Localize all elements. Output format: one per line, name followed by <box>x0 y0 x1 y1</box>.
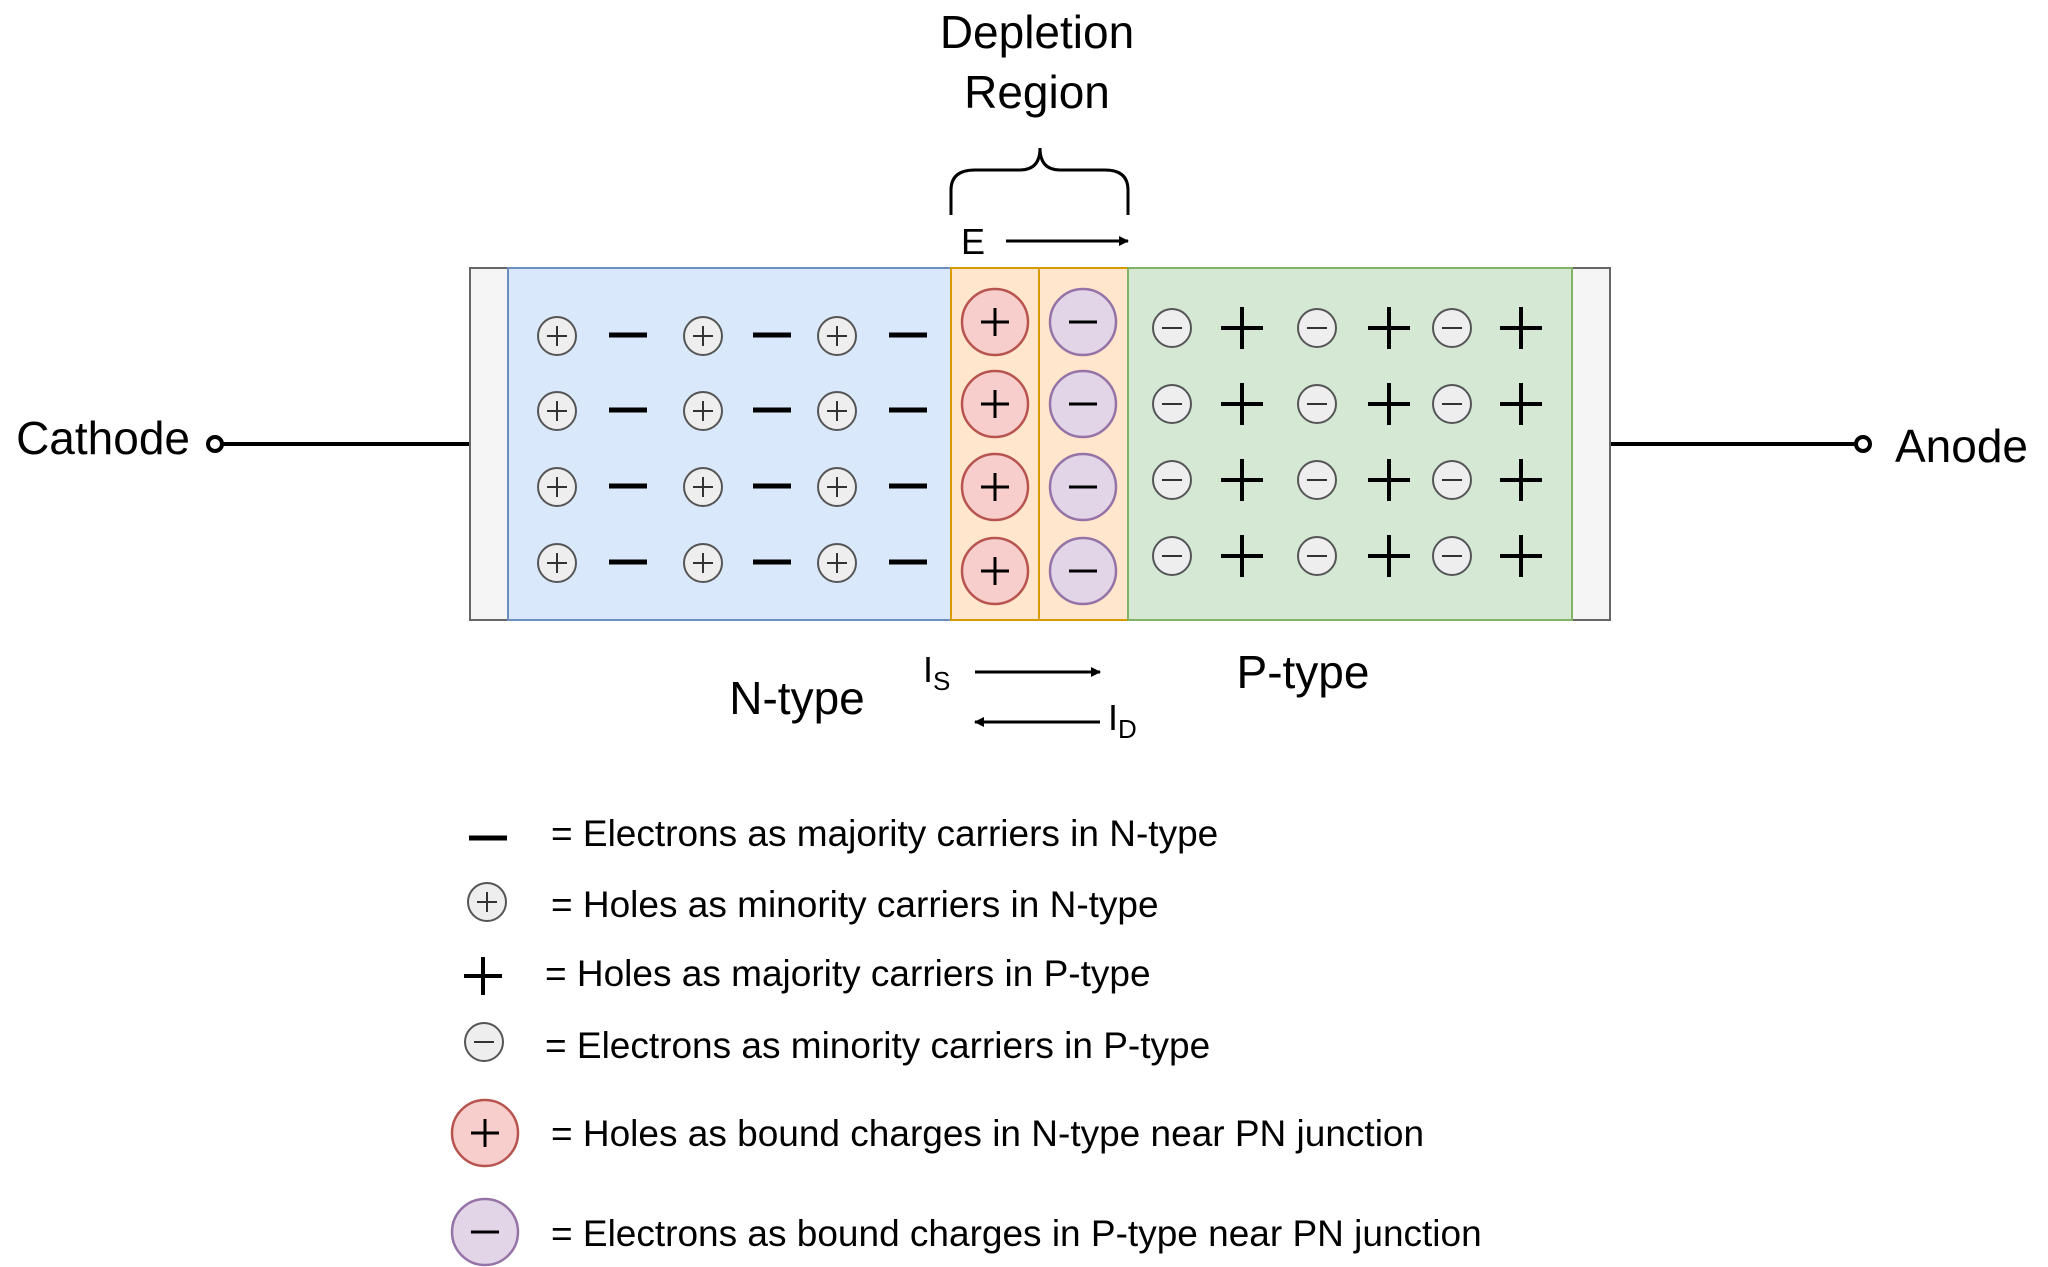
bound-hole-charge <box>960 536 1030 606</box>
bound-electron-charge <box>1048 369 1118 439</box>
legend-text: = Holes as minority carriers in N-type <box>551 884 1159 925</box>
hole-minority-icon <box>467 882 507 922</box>
bound-electron-charge <box>1048 287 1118 357</box>
hole-minority-carrier <box>683 467 723 507</box>
hole-majority-carrier <box>1500 307 1542 349</box>
hole-minority-carrier <box>817 543 857 583</box>
hole-majority-carrier <box>1500 383 1542 425</box>
cathode-label: Cathode <box>16 412 190 464</box>
bound-electron-icon <box>450 1197 520 1267</box>
bound-hole-charge <box>960 452 1030 522</box>
electron-minority-carrier <box>1152 536 1192 576</box>
hole-minority-carrier <box>817 467 857 507</box>
electron-minority-carrier <box>1152 384 1192 424</box>
bound-electron-charge <box>1048 536 1118 606</box>
hole-minority-carrier <box>817 316 857 356</box>
electron-minority-carrier <box>1297 308 1337 348</box>
electron-minority-carrier <box>1432 384 1472 424</box>
bound-hole-icon <box>450 1098 520 1168</box>
anode-contact <box>1571 267 1611 621</box>
hole-minority-carrier <box>683 543 723 583</box>
drift-current-label: IS <box>923 649 950 696</box>
hole-majority-carrier <box>1368 307 1410 349</box>
diffusion-current-label: ID <box>1108 697 1137 744</box>
hole-majority-carrier <box>1368 459 1410 501</box>
electron-minority-carrier <box>1297 460 1337 500</box>
n-type-label: N-type <box>729 672 864 724</box>
bound-electron-charge <box>1048 452 1118 522</box>
bound-hole-charge <box>960 369 1030 439</box>
hole-minority-carrier <box>817 391 857 431</box>
legend-text: = Electrons as minority carriers in P-ty… <box>545 1025 1210 1066</box>
hole-majority-carrier <box>1500 459 1542 501</box>
electron-minority-carrier <box>1152 308 1192 348</box>
depletion-region-title-line2: Region <box>964 66 1110 118</box>
electron-minority-carrier <box>1432 460 1472 500</box>
electron-minority-carrier <box>1297 384 1337 424</box>
cathode-contact <box>469 267 509 621</box>
n-type-region <box>507 267 952 621</box>
hole-majority-carrier <box>1221 535 1263 577</box>
legend-text: = Holes as bound charges in N-type near … <box>551 1113 1424 1154</box>
hole-minority-carrier <box>683 391 723 431</box>
hole-majority-carrier <box>1221 383 1263 425</box>
p-type-label: P-type <box>1237 646 1370 698</box>
anode-terminal[interactable] <box>1854 435 1872 453</box>
electron-minority-icon <box>464 1022 504 1062</box>
hole-minority-carrier <box>537 467 577 507</box>
hole-majority-carrier <box>1500 535 1542 577</box>
legend-text: = Electrons as bound charges in P-type n… <box>551 1213 1482 1254</box>
hole-minority-carrier <box>537 543 577 583</box>
p-type-region <box>1127 267 1573 621</box>
legend-row: = Electrons as majority carriers in N-ty… <box>469 813 1218 854</box>
legend-row: = Holes as bound charges in N-type near … <box>450 1098 1424 1168</box>
depletion-region-title-line1: Depletion <box>940 6 1134 58</box>
hole-majority-carrier <box>1368 383 1410 425</box>
hole-majority-icon <box>464 957 502 995</box>
legend-text: = Holes as majority carriers in P-type <box>545 953 1151 994</box>
legend: = Electrons as majority carriers in N-ty… <box>450 813 1482 1267</box>
legend-row: = Electrons as bound charges in P-type n… <box>450 1197 1482 1267</box>
hole-majority-carrier <box>1221 307 1263 349</box>
bound-hole-charge <box>960 287 1030 357</box>
electron-minority-carrier <box>1152 460 1192 500</box>
charge-carriers <box>537 287 1542 606</box>
hole-minority-carrier <box>683 316 723 356</box>
electron-minority-carrier <box>1432 536 1472 576</box>
cathode-terminal[interactable] <box>206 435 224 453</box>
hole-majority-carrier <box>1368 535 1410 577</box>
hole-minority-carrier <box>537 391 577 431</box>
legend-text: = Electrons as majority carriers in N-ty… <box>551 813 1218 854</box>
electron-minority-carrier <box>1297 536 1337 576</box>
legend-row: = Holes as majority carriers in P-type <box>464 953 1151 995</box>
electron-minority-carrier <box>1432 308 1472 348</box>
hole-majority-carrier <box>1221 459 1263 501</box>
legend-row: = Electrons as minority carriers in P-ty… <box>464 1022 1210 1066</box>
anode-label: Anode <box>1895 420 2028 472</box>
depletion-brace <box>949 147 1130 215</box>
field-label: E <box>961 221 985 262</box>
hole-minority-carrier <box>537 316 577 356</box>
legend-row: = Holes as minority carriers in N-type <box>467 882 1159 925</box>
